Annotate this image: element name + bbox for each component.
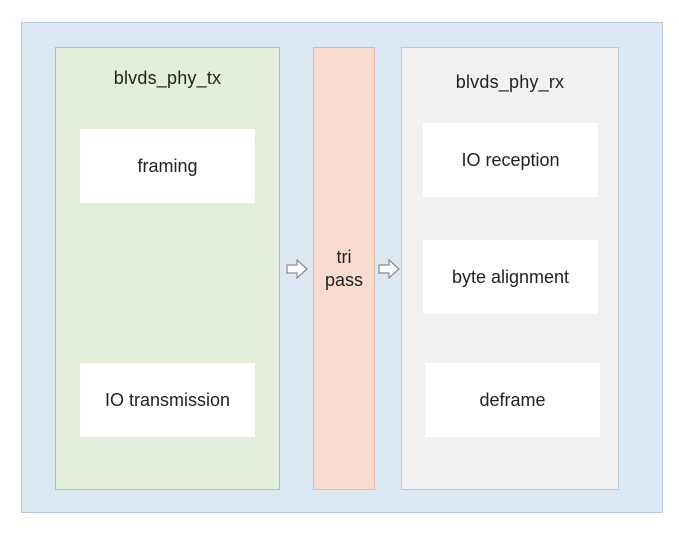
rx-module-title: blvds_phy_rx	[455, 72, 565, 92]
byte-alignment-block: byte alignment	[423, 240, 598, 314]
io-reception-block: IO reception	[423, 123, 598, 197]
deframe-block: deframe	[425, 363, 600, 437]
framing-block: framing	[80, 129, 255, 203]
io-transmission-block: IO transmission	[80, 363, 255, 437]
tri-pass-label: tri pass	[313, 246, 375, 292]
tri-pass-line2: pass	[324, 270, 364, 290]
arrow-right-icon	[286, 259, 308, 279]
arrow-right-icon	[378, 259, 400, 279]
tri-pass-line1: tri	[336, 247, 352, 267]
tri-pass-panel	[313, 47, 375, 490]
tx-module-title: blvds_phy_tx	[113, 68, 222, 88]
